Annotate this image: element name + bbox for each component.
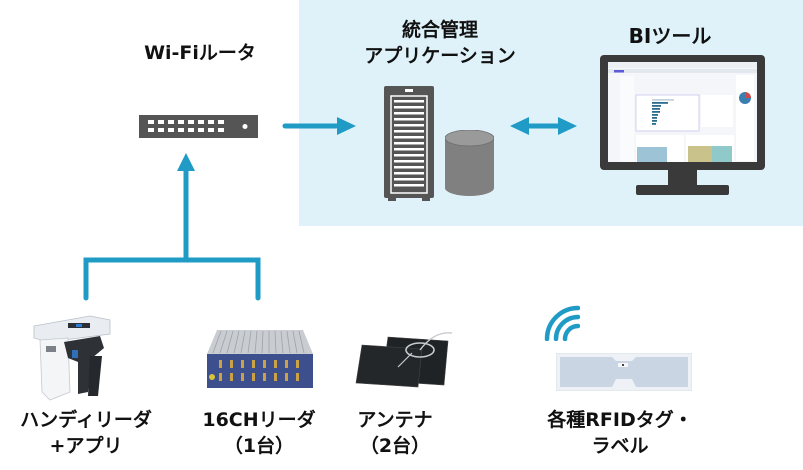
database-icon bbox=[445, 130, 494, 196]
antenna-panel-icon bbox=[352, 325, 462, 395]
tag-label-line2: ラベル bbox=[591, 435, 649, 457]
reader16-label-line1: 16CHリーダ bbox=[202, 409, 316, 431]
server-label-line2: アプリケーション bbox=[364, 45, 516, 67]
arrowhead-up bbox=[177, 153, 195, 171]
wireless-signal-icon bbox=[544, 305, 580, 341]
antenna-label-line1: アンテナ bbox=[357, 409, 433, 431]
handheld-label-line1: ハンディリーダ bbox=[20, 409, 152, 431]
server-tower-icon bbox=[384, 86, 434, 201]
16ch-rfid-reader-icon bbox=[205, 328, 315, 392]
router-label: Wi-Fiルータ bbox=[144, 42, 256, 64]
reader16-label-line2: （1台） bbox=[223, 435, 295, 457]
arrowhead-left bbox=[510, 117, 529, 135]
arrowhead-right bbox=[337, 117, 356, 135]
handheld-to-router-line bbox=[83, 257, 261, 301]
network-switch-icon bbox=[139, 115, 258, 138]
handheld-rfid-reader-icon bbox=[28, 312, 118, 402]
antenna-label-line2: （2台） bbox=[359, 435, 431, 457]
rfid-tag-icon bbox=[556, 353, 692, 391]
arrowhead-right-bi bbox=[558, 117, 577, 135]
handheld-label-line2: +アプリ bbox=[49, 435, 123, 457]
monitor-dashboard-icon bbox=[600, 55, 765, 197]
tag-label-line1: 各種RFIDタグ・ bbox=[547, 409, 693, 431]
bi-label: BIツール bbox=[628, 24, 712, 48]
server-label-line1: 統合管理 bbox=[401, 19, 478, 41]
